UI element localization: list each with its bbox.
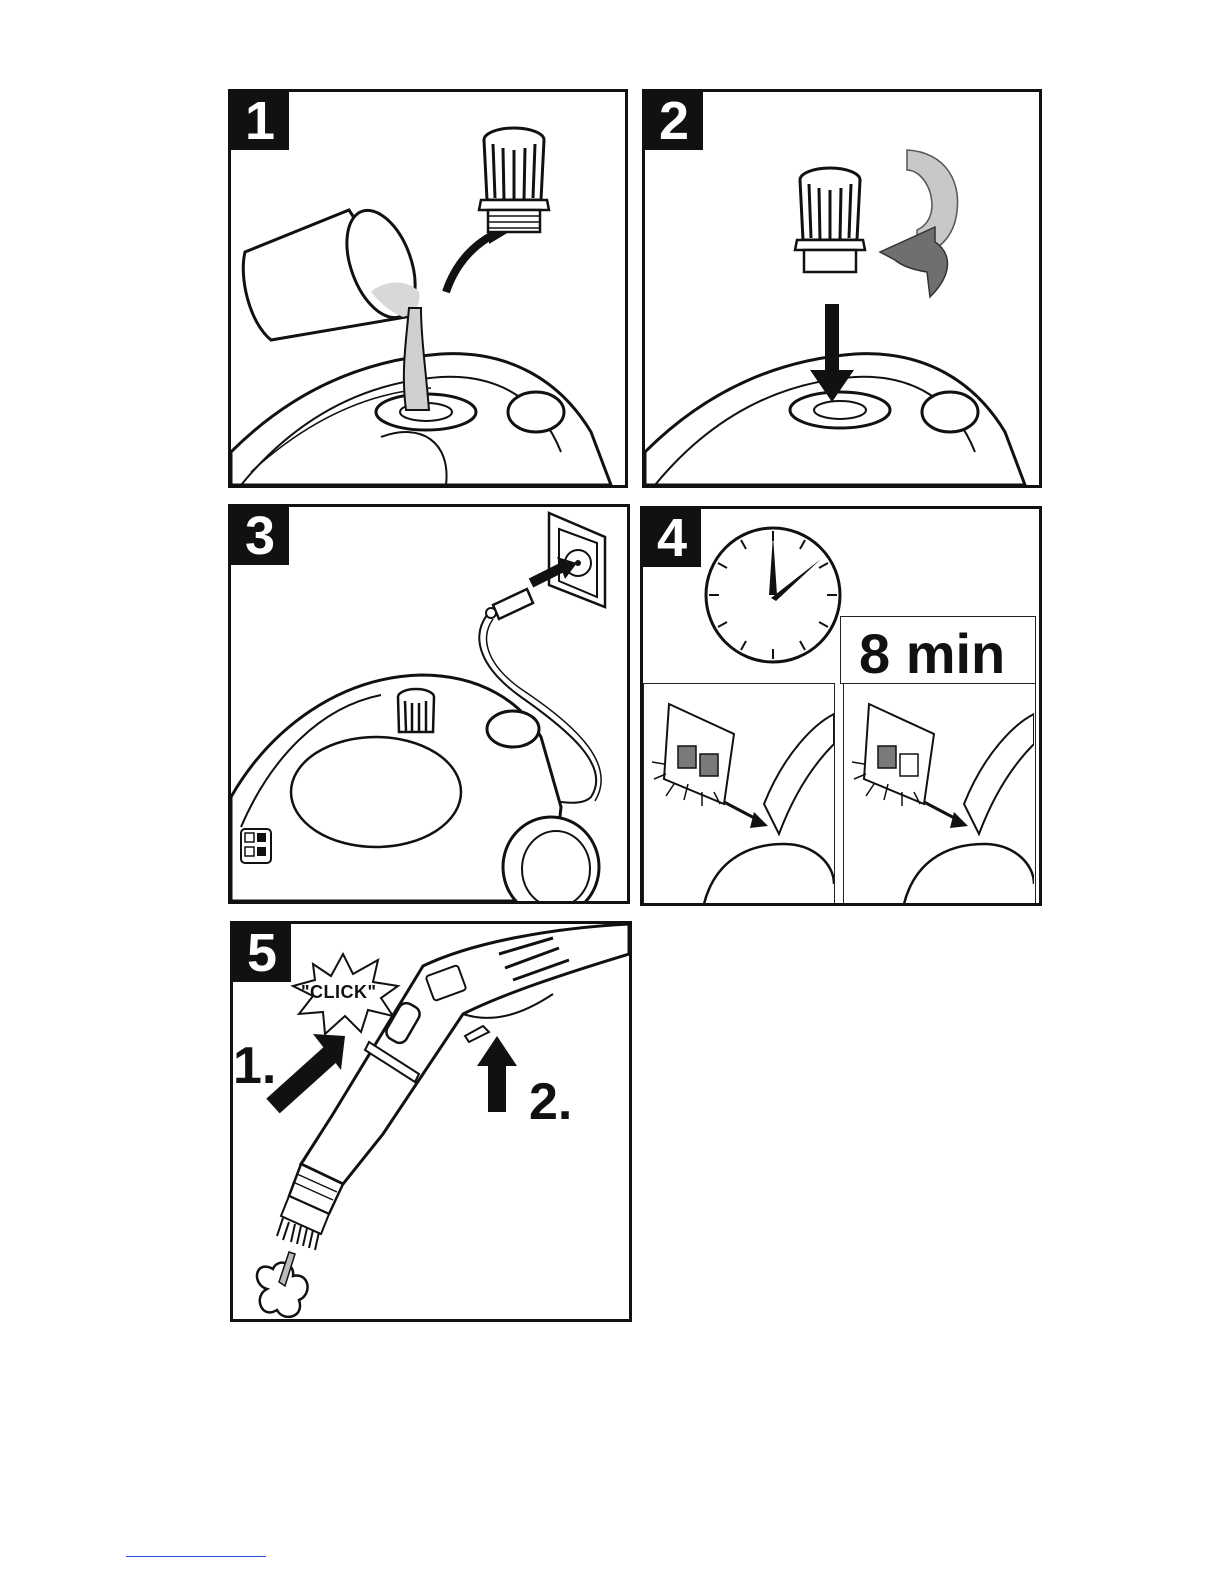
top-cover — [291, 737, 461, 847]
filler-cap-icon — [795, 168, 865, 272]
arrow-head — [477, 1036, 517, 1066]
step-5-first-label: 1. — [233, 1036, 276, 1096]
brush-nozzle-icon — [257, 1252, 308, 1317]
footnote-link-line — [126, 1556, 266, 1557]
ready-indicator-panel — [843, 683, 1036, 905]
wall-socket-icon — [549, 513, 605, 607]
handle-knob — [922, 392, 978, 432]
power-plug-icon — [486, 589, 533, 619]
step-1-number: 1 — [231, 92, 289, 150]
indicator-lamp-icon — [852, 704, 934, 806]
close-cap-illustration — [645, 92, 1039, 485]
filler-cap-icon — [479, 128, 549, 232]
step-2-number: 2 — [645, 92, 703, 150]
step-4-number: 4 — [643, 509, 701, 567]
step-2-panel: 2 — [642, 89, 1042, 488]
heating-indicator-panel — [643, 683, 835, 905]
wheel-rim — [522, 831, 590, 901]
hand-tool-icon — [764, 714, 834, 834]
push-arrow-1 — [273, 1052, 333, 1106]
clock-icon — [706, 528, 840, 662]
indicator-lamp-icon — [241, 829, 271, 863]
step-5-second-label: 2. — [529, 1072, 572, 1132]
step-3-panel: 3 — [228, 504, 630, 904]
indicator-lamp-icon — [652, 704, 734, 806]
body-contour — [904, 844, 1034, 904]
push-arrow-2 — [488, 1064, 506, 1112]
heat-up-time-box: 8 min — [840, 616, 1036, 684]
handle-knob — [508, 392, 564, 432]
arrow-head — [950, 812, 968, 828]
step-5-number: 5 — [233, 924, 291, 982]
step-4-panel: 8 min 4 — [640, 506, 1042, 906]
filler-thread — [814, 401, 866, 419]
body-contour — [704, 844, 834, 904]
arrow-head — [750, 812, 768, 828]
heat-up-time: 8 min — [859, 621, 1005, 684]
insert-arrow — [825, 304, 839, 374]
fill-water-illustration — [231, 92, 625, 485]
step-5-panel: "CLICK" 1. 2. 5 — [230, 921, 632, 1322]
step-3-number: 3 — [231, 507, 289, 565]
hand-tool-icon — [301, 924, 629, 1184]
rotate-arrow-icon — [880, 150, 958, 297]
filler-cap-icon — [398, 689, 434, 732]
plug-in-illustration — [231, 507, 627, 901]
click-sound-label: "CLICK" — [301, 982, 377, 1003]
handle-knob — [487, 711, 539, 747]
step-1-panel: 1 — [228, 89, 628, 488]
hand-tool-icon — [964, 714, 1034, 834]
